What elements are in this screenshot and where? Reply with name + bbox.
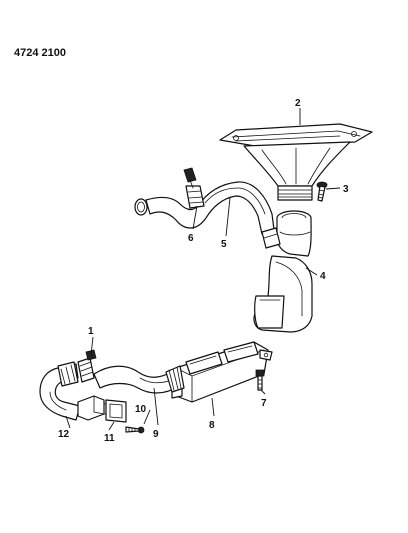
- screw-10: [125, 426, 145, 434]
- callout-7: 7: [261, 398, 267, 409]
- callout-10: 10: [135, 404, 147, 415]
- screw-3: [316, 181, 328, 202]
- callout-12: 12: [58, 429, 70, 440]
- hose-clamp-1: [77, 349, 97, 383]
- side-hose: [39, 361, 81, 421]
- callout-1: 1: [88, 326, 94, 337]
- callout-6: 6: [188, 233, 194, 244]
- callout-9: 9: [153, 429, 159, 440]
- air-distribution-housing: [219, 123, 373, 201]
- defroster-hose: [93, 365, 185, 394]
- callout-4: 4: [320, 271, 326, 282]
- callout-11: 11: [104, 433, 115, 444]
- bolt-7: [255, 369, 265, 391]
- callout-3: 3: [343, 184, 349, 195]
- callout-2: 2: [295, 98, 301, 109]
- heater-outlet-hose: [134, 181, 281, 249]
- outlet-nozzle: [77, 395, 127, 423]
- leader-lines: [65, 108, 341, 431]
- duct-adapter: [253, 210, 313, 333]
- callout-labels: 1 2 3 4 5 6 7 8 9 10 11 12: [58, 98, 349, 444]
- callout-5: 5: [221, 239, 227, 250]
- callout-8: 8: [209, 420, 215, 431]
- hose-clamp-6: [183, 167, 205, 209]
- reference-number: 4724 2100: [14, 47, 66, 59]
